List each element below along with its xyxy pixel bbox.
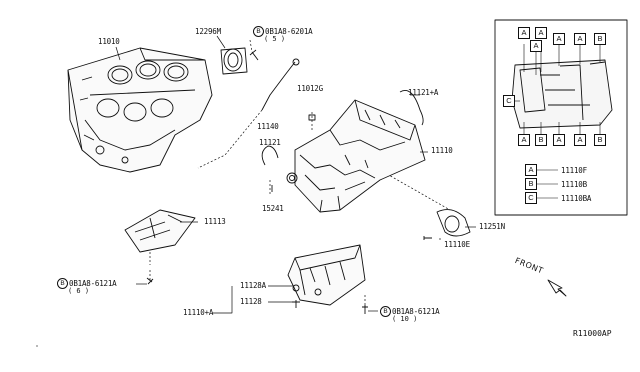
part-11110a-label: 11110+A — [183, 308, 214, 317]
part-11140-label: 11140 — [257, 122, 279, 131]
part-15241-label: 15241 — [262, 204, 284, 213]
part-11128a-label: 11128A — [240, 281, 266, 290]
plug-drawing — [308, 114, 316, 121]
inset-key-top-2: A — [535, 27, 547, 39]
cylinder-block-drawing — [67, 47, 213, 173]
gasket-drawing — [261, 145, 279, 166]
legend-part-c: 11110BA — [561, 194, 592, 203]
bolt-symbol-icon: B — [253, 26, 264, 37]
label-leaders — [115, 35, 476, 314]
inset-key-top-4: A — [574, 33, 586, 45]
part-11012g-label: 11012G — [297, 84, 323, 93]
part-0b1a8-6121a-bottom-qty: ( 10 ) — [392, 315, 418, 323]
part-11110e-label: 11110E — [444, 240, 470, 249]
part-11251n-label: 11251N — [479, 222, 505, 231]
rear-seal-2-drawing — [436, 209, 471, 237]
bolt-symbol-icon: B — [380, 306, 391, 317]
bolt-top-drawing — [249, 49, 259, 61]
inset-key-top-3: A — [553, 33, 565, 45]
oil-tube-drawing — [261, 61, 296, 111]
inset-key-bottom-2: B — [535, 134, 547, 146]
inset-key-top-mid: A — [530, 40, 542, 52]
part-11121a-label: 11121+A — [408, 88, 439, 97]
rear-seal-drawing — [220, 47, 248, 75]
diagram-reference-code: R11000AP — [573, 329, 612, 338]
bolt-symbol-icon: B — [57, 278, 68, 289]
part-0b1a8-6121a-label: 0B1A8-6121A — [69, 279, 117, 288]
part-11113-label: 11113 — [204, 217, 226, 226]
drain-plug-drawing — [292, 300, 300, 308]
part-0b1a8-6121a-qty: ( 6 ) — [68, 287, 90, 295]
lower-oil-pan-drawing — [287, 244, 366, 306]
part-11121-label: 11121 — [259, 138, 281, 147]
bolt-left-drawing — [146, 277, 154, 285]
bolt-bottom-drawing — [362, 305, 368, 314]
inset-key-bottom-5: B — [594, 134, 606, 146]
gasket-a-drawing — [399, 90, 424, 126]
inset-box — [494, 19, 628, 216]
bolt-rear-drawing — [423, 236, 432, 240]
legend-part-b: 11110B — [561, 180, 587, 189]
inset-key-top-5: B — [594, 33, 606, 45]
inset-key-bottom-3: A — [553, 134, 565, 146]
inset-key-left-c: C — [503, 95, 515, 107]
legend-part-a: 11110F — [561, 166, 587, 175]
inset-pan-drawing — [511, 59, 613, 129]
part-0b1a8-6201a-label: 0B1A8-6201A — [265, 27, 313, 36]
baffle-drawing — [124, 209, 196, 253]
part-12296m-label: 12296M — [195, 27, 221, 36]
upper-oil-pan-drawing — [286, 99, 426, 213]
legend-key-b: B — [525, 178, 537, 190]
part-11010-label: 11010 — [98, 37, 120, 46]
part-0b1a8-6201a-qty: ( 5 ) — [264, 35, 286, 43]
inset-key-bottom-4: A — [574, 134, 586, 146]
legend-key-a: A — [525, 164, 537, 176]
inset-key-top-1: A — [518, 27, 530, 39]
front-arrow-icon — [547, 279, 567, 297]
legend-key-c: C — [525, 192, 537, 204]
part-11110-label: 11110 — [431, 146, 453, 155]
drain-plug-gasket-drawing — [292, 284, 300, 292]
inset-key-bottom-1: A — [518, 134, 530, 146]
part-11128-label: 11128 — [240, 297, 262, 306]
part-0b1a8-6121a-bottom-label: 0B1A8-6121A — [392, 307, 440, 316]
